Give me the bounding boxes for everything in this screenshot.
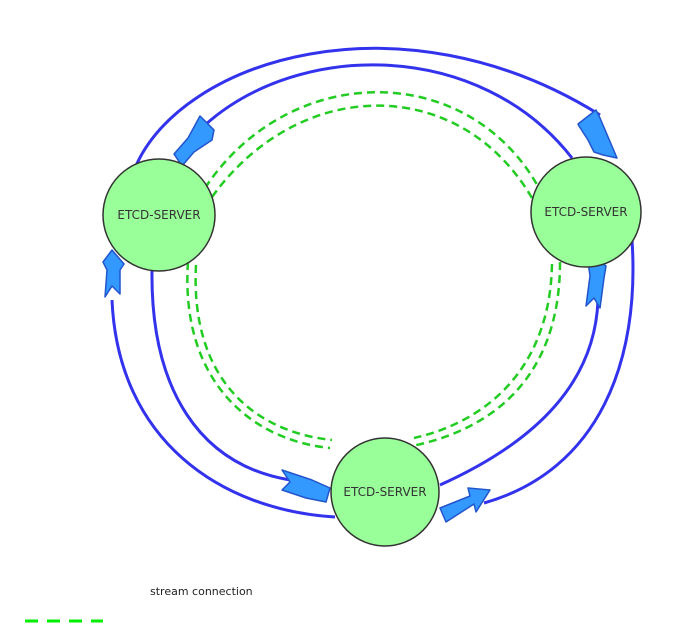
stream-left-bottom-inner [194,264,333,442]
direction-arrows [102,109,618,523]
server-node-right-circle [530,156,642,268]
server-node-right: ETCD-SERVER [530,156,642,268]
stream-right-bottom-inner [413,263,554,440]
stream-left-right-outer [203,91,542,191]
connection-bottom-to-right-inner [439,299,600,487]
server-node-bottom: ETCD-SERVER [330,437,440,547]
connection-right-to-bottom-outer [483,239,635,505]
stream-left-right-inner [210,104,534,199]
arrow-outer-to-left [102,249,125,298]
legend-label: stream connection [150,585,253,598]
arrow-inner-to-right [585,257,607,309]
arrow-outer-to-bottom [439,487,491,523]
connection-bottom-to-left-outer [110,299,336,519]
stream-connections [186,91,562,450]
server-node-left: ETCD-SERVER [102,158,216,272]
server-node-right-label: ETCD-SERVER [544,205,627,219]
connection-right-to-left-inner [204,63,574,159]
connection-left-to-right-outer [133,46,601,169]
arrow-inner-to-left [173,115,215,167]
stream-left-bottom-outer [186,261,331,450]
arrow-inner-to-bottom [281,469,331,503]
server-node-left-label: ETCD-SERVER [117,208,200,222]
server-node-bottom-circle [330,437,440,547]
outer-ring-connections [110,46,635,519]
legend: stream connection [25,585,253,623]
stream-right-bottom-outer [411,261,562,448]
connection-left-to-bottom-inner [150,267,291,482]
arrow-outer-to-right [577,109,618,159]
server-node-bottom-label: ETCD-SERVER [343,485,426,499]
inner-ring-connections [150,63,600,487]
server-node-left-circle [102,158,216,272]
